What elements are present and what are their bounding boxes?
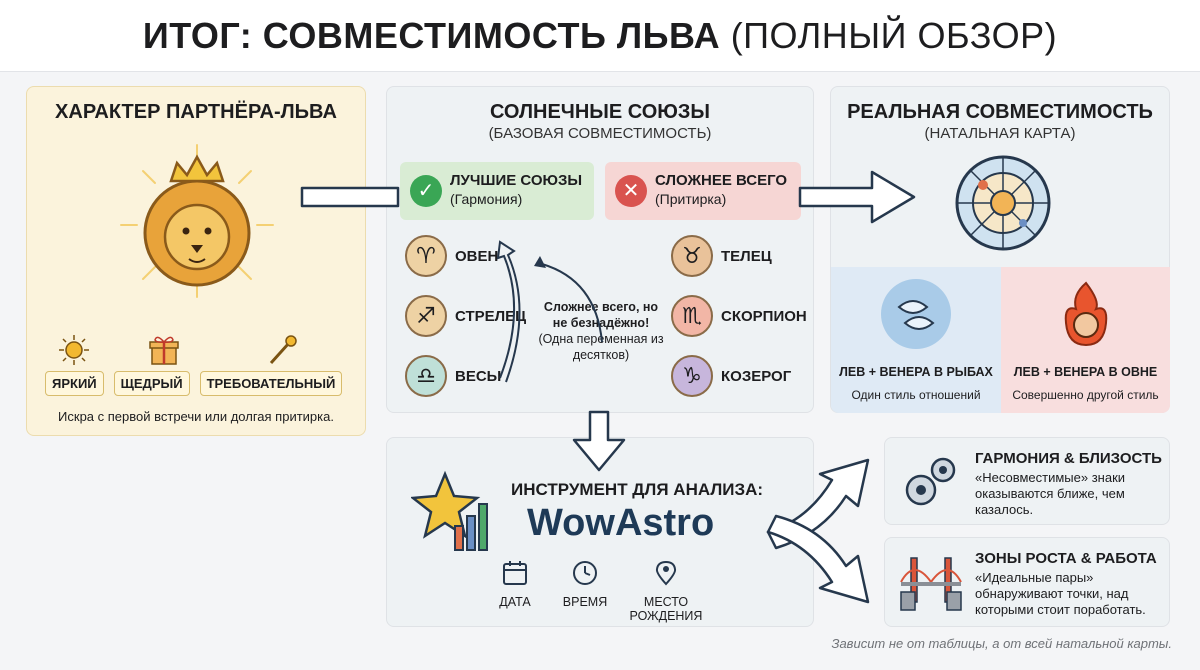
sign-capricorn: ♑ КОЗЕРОГ	[671, 354, 791, 398]
venus-aries-card: ЛЕВ + ВЕНЕРА В ОВНЕ Совершенно другой ст…	[1001, 267, 1170, 413]
sign-libra: ♎ ВЕСЫ	[405, 354, 501, 398]
param-date: ДАТА	[495, 560, 535, 609]
natal-chart-icon	[955, 155, 1051, 251]
hard-note-bold: Сложнее всего, но не безнадёжно!	[543, 300, 659, 330]
harmony-title: ГАРМОНИЯ & БЛИЗОСТЬ	[975, 450, 1162, 467]
lion-crown-icon	[120, 144, 274, 298]
tool-label: ИНСТРУМЕНТ ДЛЯ АНАЛИЗА:	[511, 480, 764, 499]
calendar-icon	[503, 561, 527, 585]
fish-icon	[881, 279, 951, 349]
bull-icon: ♉	[671, 235, 713, 277]
param-label: ДАТА	[499, 595, 531, 609]
star-chart-icon	[411, 470, 488, 551]
sun-panel-subtitle: (БАЗОВАЯ СОВМЕСТИМОСТЬ)	[488, 125, 712, 142]
sign-sagittarius: ♐ СТРЕЛЕЦ	[405, 294, 526, 338]
title-light: (ПОЛНЫЙ ОБЗОР)	[730, 15, 1058, 56]
hard-note: Сложнее всего, но не безнадёжно! (Одна п…	[535, 299, 667, 363]
venus-pisces-title: ЛЕВ + ВЕНЕРА В РЫБАХ	[839, 365, 993, 379]
bridge-icon	[900, 557, 962, 611]
tool-brand: WowAstro	[527, 502, 715, 544]
sign-aries: ♈ ОВЕН	[405, 234, 498, 278]
solar-unions-panel: СОЛНЕЧНЫЕ СОЮЗЫ (БАЗОВАЯ СОВМЕСТИМОСТЬ) …	[386, 86, 814, 413]
bow-arrow-icon: ♐	[405, 295, 447, 337]
footer-note: Зависит не от таблицы, а от всей натальн…	[831, 636, 1172, 651]
leo-caption: Искра с первой встречи или долгая притир…	[58, 409, 334, 424]
hard-unions-sub: (Притирка)	[655, 191, 727, 207]
param-label: ВРЕМЯ	[562, 595, 608, 609]
growth-title: ЗОНЫ РОСТА & РАБОТА	[975, 550, 1157, 567]
venus-aries-title: ЛЕВ + ВЕНЕРА В ОВНЕ	[1013, 365, 1158, 379]
analysis-tool-panel: ИНСТРУМЕНТ ДЛЯ АНАЛИЗА: WowAstro ДАТА ВР…	[386, 437, 814, 627]
param-birthplace: МЕСТО РОЖДЕНИЯ	[627, 560, 705, 623]
growth-text: «Идеальные пары» обнаруживают точки, над…	[975, 570, 1146, 617]
param-label: МЕСТО РОЖДЕНИЯ	[629, 595, 703, 623]
gift-icon	[149, 336, 179, 365]
best-unions-title: ЛУЧШИЕ СОЮЗЫ	[450, 172, 583, 189]
sign-name: ОВЕН	[455, 247, 499, 265]
venus-pisces-sub: Один стиль отношений	[851, 388, 981, 402]
real-compatibility-panel: РЕАЛЬНАЯ СОВМЕСТИМОСТЬ (НАТАЛЬНАЯ КАРТА)…	[830, 86, 1170, 413]
check-icon: ✓	[410, 175, 442, 207]
sign-scorpio: ♏ СКОРПИОН	[671, 294, 807, 338]
title-bold: ИТОГ: СОВМЕСТИМОСТЬ ЛЬВА	[142, 15, 721, 56]
sun-panel-title: СОЛНЕЧНЫЕ СОЮЗЫ	[489, 101, 711, 123]
real-panel-subtitle: (НАТАЛЬНАЯ КАРТА)	[924, 125, 1076, 142]
trait-tag: ЩЕДРЫЙ	[113, 371, 190, 396]
growth-card: ЗОНЫ РОСТА & РАБОТА «Идеальные пары» обн…	[884, 537, 1170, 627]
trait-tag: ТРЕБОВАТЕЛЬНЫЙ	[199, 371, 343, 396]
sign-name: ВЕСЫ	[455, 367, 502, 385]
sun-icon	[59, 335, 89, 365]
venus-pisces-card: ЛЕВ + ВЕНЕРА В РЫБАХ Один стиль отношени…	[831, 267, 1001, 413]
gears-icon	[905, 457, 956, 506]
sign-name: ТЕЛЕЦ	[721, 247, 772, 265]
sign-name: СКОРПИОН	[721, 307, 807, 325]
trait-tag: ЯРКИЙ	[45, 371, 104, 396]
page-header: ИТОГ: СОВМЕСТИМОСТЬ ЛЬВА (ПОЛНЫЙ ОБЗОР)	[0, 0, 1200, 72]
scales-icon: ♎	[405, 355, 447, 397]
cross-icon: ✕	[615, 175, 647, 207]
venus-aries-sub: Совершенно другой стиль	[1012, 388, 1159, 402]
leo-character-panel: ХАРАКТЕР ПАРТНЁРА-ЛЬВА ЯРКИЙ ЩЕДРЫЙ ТРЕБ…	[26, 86, 366, 436]
sea-goat-icon: ♑	[671, 355, 713, 397]
real-panel-title: РЕАЛЬНАЯ СОВМЕСТИМОСТЬ	[847, 101, 1153, 123]
leo-traits: ЯРКИЙ ЩЕДРЫЙ ТРЕБОВАТЕЛЬНЫЙ	[45, 371, 343, 396]
leo-panel-title: ХАРАКТЕР ПАРТНЁРА-ЛЬВА	[55, 101, 337, 123]
param-time: ВРЕМЯ	[561, 560, 609, 609]
sign-name: КОЗЕРОГ	[721, 367, 792, 385]
hard-unions-chip: ✕ СЛОЖНЕЕ ВСЕГО (Притирка)	[605, 162, 801, 220]
fire-ram-icon	[1051, 279, 1121, 349]
best-unions-sub: (Гармония)	[450, 191, 523, 207]
clock-icon	[573, 561, 597, 585]
ram-icon: ♈	[405, 235, 447, 277]
location-pin-icon	[655, 560, 677, 586]
sign-name: СТРЕЛЕЦ	[455, 307, 527, 325]
harmony-card: ГАРМОНИЯ & БЛИЗОСТЬ «Несовместимые» знак…	[884, 437, 1170, 525]
scorpion-icon: ♏	[671, 295, 713, 337]
scepter-icon	[269, 335, 297, 365]
best-unions-chip: ✓ ЛУЧШИЕ СОЮЗЫ (Гармония)	[400, 162, 594, 220]
sign-taurus: ♉ ТЕЛЕЦ	[671, 234, 772, 278]
harmony-text: «Несовместимые» знаки оказываются ближе,…	[975, 470, 1126, 517]
hard-unions-title: СЛОЖНЕЕ ВСЕГО	[655, 172, 788, 189]
page-title: ИТОГ: СОВМЕСТИМОСТЬ ЛЬВА (ПОЛНЫЙ ОБЗОР)	[0, 0, 1200, 72]
hard-note-text: (Одна переменная из десятков)	[538, 332, 664, 362]
